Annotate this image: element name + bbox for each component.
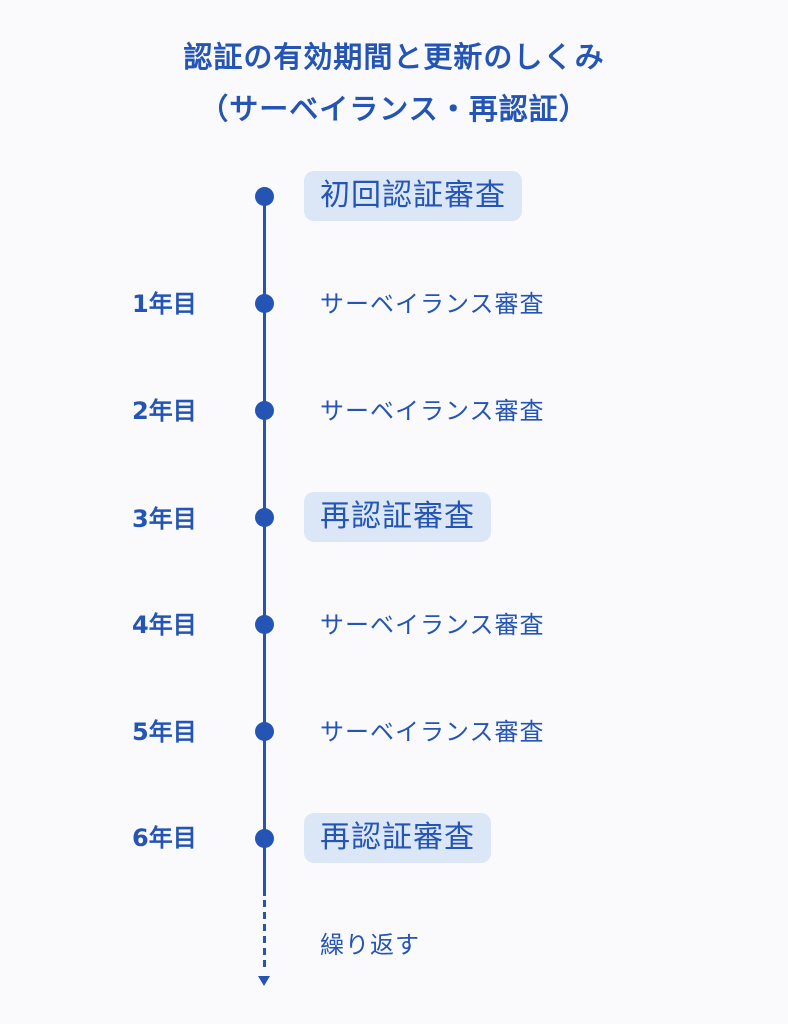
- event-label-5: サーベイランス審査: [320, 718, 545, 746]
- event-label-1: サーベイランス審査: [320, 290, 545, 318]
- timeline-dot-1: [255, 294, 274, 313]
- timeline-axis: [263, 196, 266, 896]
- timeline-dot-2: [255, 401, 274, 420]
- diagram-title-line1: 認証の有効期間と更新のしくみ: [183, 40, 605, 74]
- event-label-2: サーベイランス審査: [320, 397, 545, 425]
- repeat-label: 繰り返す: [320, 931, 420, 959]
- timeline-dot-6: [255, 829, 274, 848]
- year-label-4: 4年目: [132, 611, 197, 639]
- event-badge-3: 再認証審査: [304, 492, 491, 542]
- event-badge-initial: 初回認証審査: [304, 171, 522, 221]
- year-label-2: 2年目: [132, 397, 197, 425]
- year-label-1: 1年目: [132, 290, 197, 318]
- year-label-5: 5年目: [132, 718, 197, 746]
- event-badge-6: 再認証審査: [304, 813, 491, 863]
- timeline-dot-start: [255, 187, 274, 206]
- year-label-3: 3年目: [132, 505, 197, 533]
- event-label-4: サーベイランス審査: [320, 611, 545, 639]
- arrow-down-icon: [258, 976, 270, 986]
- timeline-dot-5: [255, 722, 274, 741]
- diagram-title-line2: （サーベイランス・再認証）: [199, 92, 589, 126]
- timeline-axis-dashed: [263, 900, 266, 970]
- year-label-6: 6年目: [132, 824, 197, 852]
- timeline-dot-4: [255, 615, 274, 634]
- timeline-dot-3: [255, 508, 274, 527]
